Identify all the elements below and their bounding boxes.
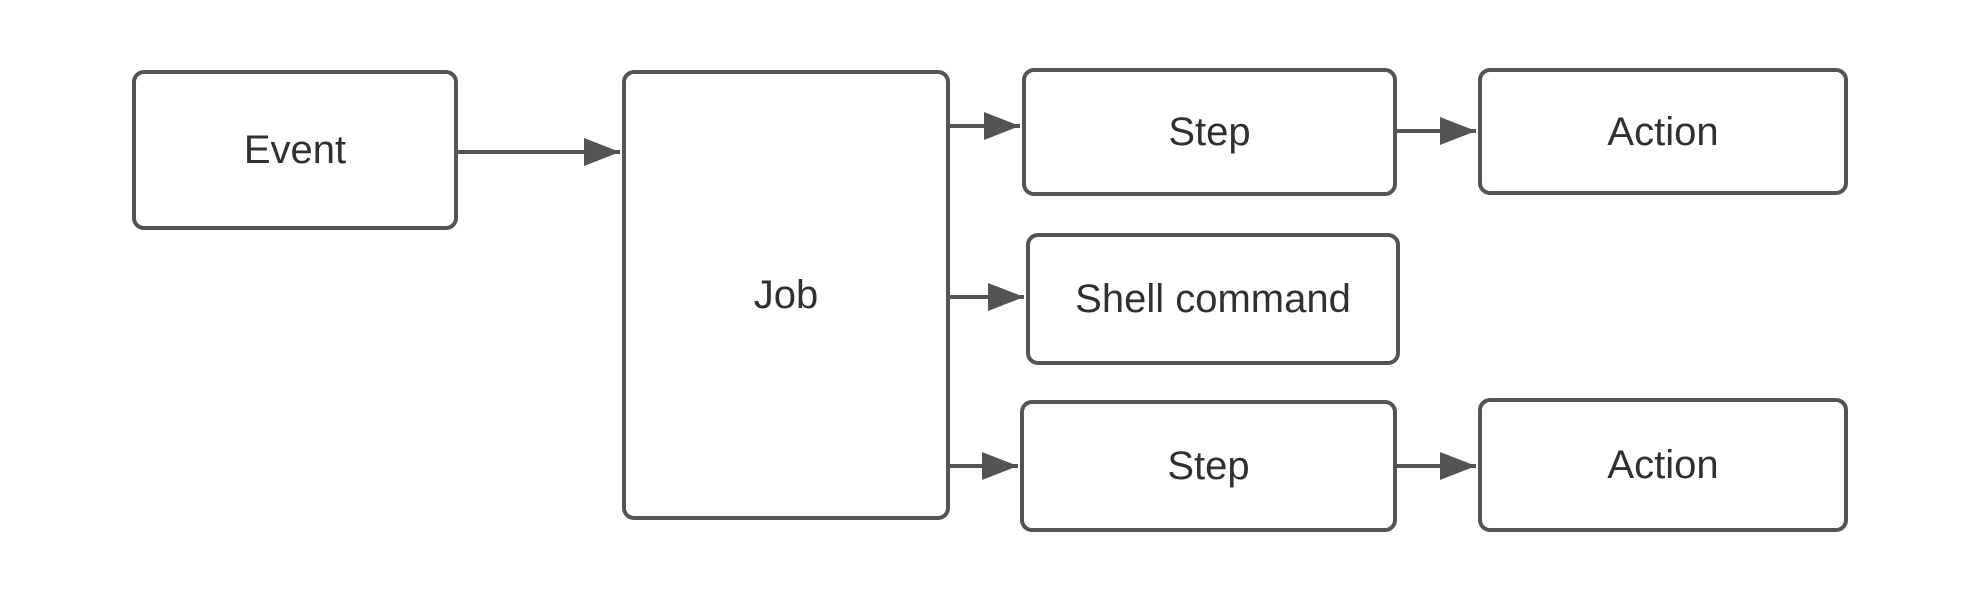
node-step-top: Step	[1022, 68, 1397, 196]
node-step-bottom: Step	[1020, 400, 1397, 532]
node-job: Job	[622, 70, 950, 520]
node-shell-command: Shell command	[1026, 233, 1400, 365]
node-event: Event	[132, 70, 458, 230]
node-job-label: Job	[753, 273, 819, 317]
node-shell-command-label: Shell command	[1075, 277, 1351, 321]
node-action-bottom: Action	[1478, 398, 1848, 532]
node-action-top-label: Action	[1607, 109, 1719, 154]
node-action-bottom-label: Action	[1607, 443, 1719, 487]
node-event-label: Event	[243, 128, 347, 172]
node-action-top: Action	[1478, 68, 1848, 195]
node-step-top-label: Step	[1168, 110, 1251, 154]
node-step-bottom-label: Step	[1167, 444, 1250, 488]
